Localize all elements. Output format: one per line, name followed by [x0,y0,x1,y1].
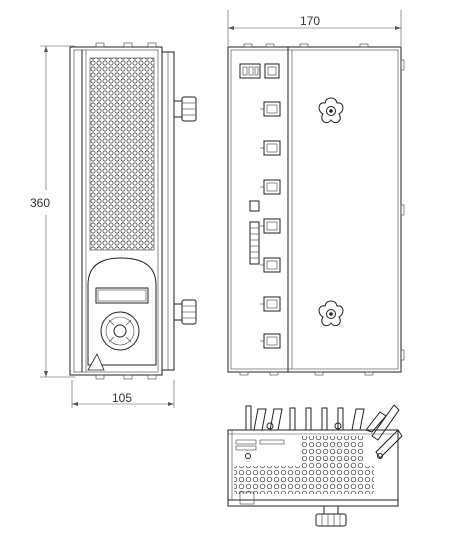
dimension-depth: 105 [71,380,175,408]
warning-triangle-icon [87,353,105,371]
lower-knob [173,299,197,325]
ventilation-grille [89,57,155,251]
bottom-grille-upper [300,436,364,466]
bottom-knob [315,505,347,527]
side-view [227,43,405,376]
terminal-block-top [239,63,280,79]
heatsink-fins [245,404,403,459]
connector-column [260,101,281,349]
dimension-height: 360 [30,45,75,378]
navigation-keypad [100,311,140,351]
lcd-display [95,287,149,304]
front-view [69,42,197,380]
star-knob-upper-icon [318,97,344,124]
dimension-width: 170 [227,10,402,46]
star-knob-lower-icon [318,300,344,327]
bottom-view [227,404,403,527]
control-panel [87,257,157,366]
width-dimension-label: 170 [300,14,320,28]
depth-dimension-label: 105 [112,391,132,405]
height-dimension-label: 360 [30,196,50,210]
bottom-grille-lower [234,466,374,494]
upper-knob [173,96,197,122]
dip-switch-strip [249,200,260,265]
